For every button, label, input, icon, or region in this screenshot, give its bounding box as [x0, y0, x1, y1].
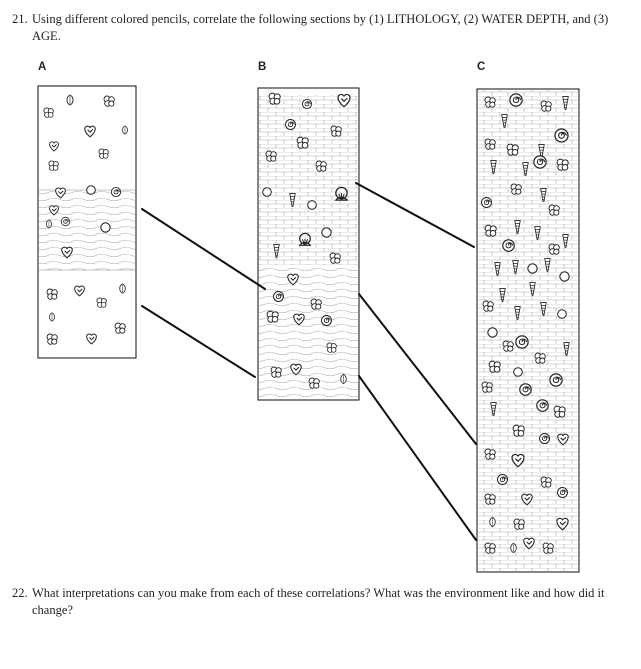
- correlation-line-b-c-middle: [358, 293, 477, 445]
- column-a: [37, 85, 137, 359]
- column-c: [476, 88, 580, 573]
- column-b-label: B: [258, 61, 267, 73]
- correlation-line-b-c-top: [355, 182, 475, 248]
- question-21-text: Using different colored pencils, correla…: [32, 12, 609, 43]
- column-c-label: C: [477, 61, 486, 73]
- correlation-lines: [141, 182, 477, 541]
- question-21-number: 21.: [12, 12, 28, 26]
- correlation-line-a-b-lower: [141, 305, 256, 378]
- correlation-line-b-c-bottom: [358, 375, 477, 541]
- question-22-number: 22.: [12, 586, 28, 600]
- column-b: [257, 87, 360, 401]
- column-a-label: A: [38, 61, 47, 73]
- correlation-line-a-b-upper: [141, 208, 266, 290]
- question-22-text: What interpretations can you make from e…: [32, 586, 605, 617]
